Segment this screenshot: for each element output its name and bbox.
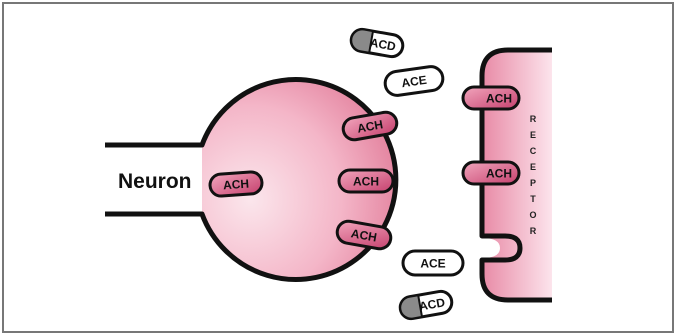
acd-pill-bottom: ACD bbox=[398, 289, 454, 321]
receptor-letter: T bbox=[530, 194, 536, 204]
ach-pill-neuron-top: ACH bbox=[341, 110, 399, 142]
receptor-label: R E C E P T O R bbox=[529, 114, 536, 236]
ach-pill-neuron-mid: ACH bbox=[337, 168, 395, 194]
svg-text:ACH: ACH bbox=[486, 92, 512, 106]
receptor-letter: P bbox=[530, 178, 536, 188]
receptor-letter: R bbox=[530, 114, 537, 124]
svg-text:ACD: ACD bbox=[369, 35, 397, 53]
ach-pill-receptor-mid: ACH bbox=[461, 160, 521, 186]
ach-pill-neuron-bottom: ACH bbox=[335, 219, 393, 251]
svg-text:ACH: ACH bbox=[350, 226, 378, 244]
svg-text:ACH: ACH bbox=[356, 117, 384, 135]
svg-text:ACE: ACE bbox=[420, 257, 445, 271]
receptor-letter: E bbox=[530, 130, 536, 140]
receptor-outline bbox=[479, 47, 552, 303]
ach-pill-neuron-stem: ACH bbox=[208, 170, 264, 198]
svg-text:ACE: ACE bbox=[401, 73, 428, 90]
neuron-outline bbox=[105, 77, 399, 282]
ace-pill-top: ACE bbox=[383, 65, 445, 97]
receptor-letter: O bbox=[529, 210, 536, 220]
receptor-letter: E bbox=[530, 162, 536, 172]
receptor-letter: C bbox=[530, 146, 537, 156]
svg-text:ACH: ACH bbox=[353, 175, 379, 189]
svg-text:ACH: ACH bbox=[486, 167, 512, 181]
ach-pill-receptor-top: ACH bbox=[461, 85, 521, 111]
acd-pill-top: ACD bbox=[349, 27, 405, 59]
svg-text:ACD: ACD bbox=[418, 295, 446, 313]
ace-pill-bottom: ACE bbox=[401, 249, 465, 277]
receptor-letter: R bbox=[530, 226, 537, 236]
neuron-label: Neuron bbox=[118, 170, 192, 193]
svg-text:ACH: ACH bbox=[223, 177, 250, 193]
